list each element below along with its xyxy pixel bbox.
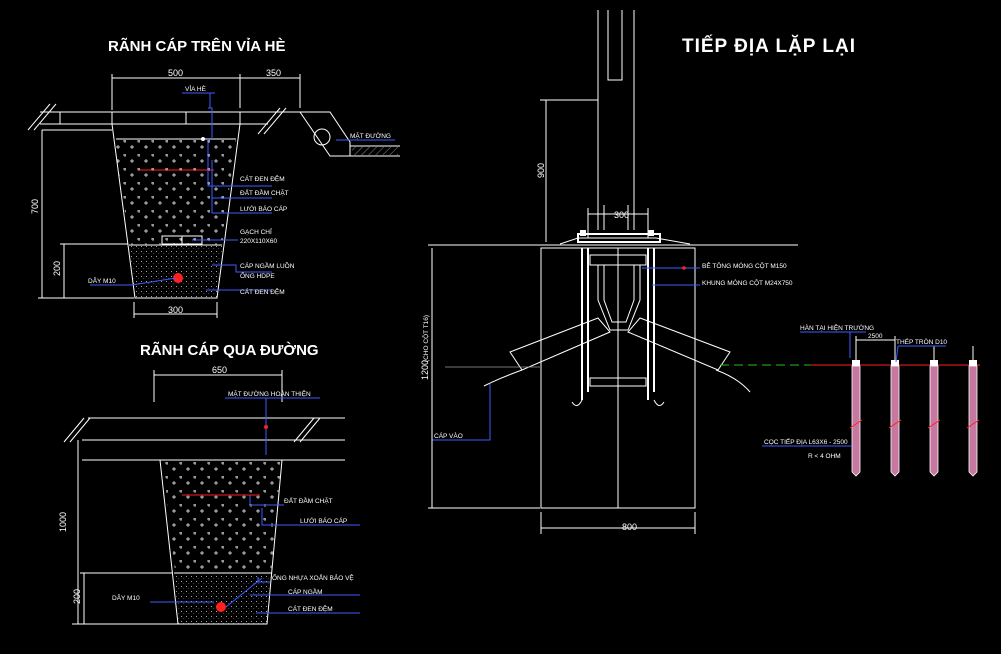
dim-width-800: 800 [622, 522, 637, 532]
sidewalk-title: RÃNH CÁP TRÊN VỈA HÈ [108, 37, 286, 55]
label-cat-den-dem-bottom: CÁT ĐEN ĐỆM [240, 287, 285, 296]
dim-pole-height: 900 [536, 163, 546, 178]
label-coc-tiep-dia: CỌC TIẾP ĐỊA L63X6 - 2500 [764, 436, 848, 446]
label-luoi-bao-cap: LƯỚI BÁO CÁP [240, 204, 287, 213]
dim-depth-note: (CHO CỘT T16) [421, 315, 430, 362]
label-cap-ngam: CÁP NGẦM [288, 586, 323, 596]
dim-road-top-width: 650 [212, 365, 227, 375]
grounding-section: TIẾP ĐỊA LẶP LẠI 900 300 [420, 10, 980, 534]
dim-road-depth: 1000 [58, 512, 68, 532]
dim-curb: 350 [266, 68, 281, 78]
label-day-m10: DÂY M10 [88, 276, 116, 285]
dim-depth: 700 [30, 199, 40, 214]
label-road-luoi-bao-cap: LƯỚI BÁO CÁP [300, 516, 347, 525]
dim-bottom-layer: 200 [52, 261, 62, 276]
label-ong-nhua: ỐNG NHỰA XOẮN BẢO VỆ [272, 572, 354, 582]
road-title: RÃNH CÁP QUA ĐƯỜNG [140, 341, 319, 359]
label-road-cat-den-dem: CÁT ĐEN ĐỆM [288, 604, 333, 613]
dim-plate: 300 [614, 210, 629, 220]
label-khung-mong: KHUNG MÓNG CỘT M24X750 [702, 278, 793, 287]
label-ong-hdpe: ỐNG HDPE [240, 270, 275, 280]
label-gach-chi: GẠCH CHỈ [240, 227, 272, 236]
label-road-day-m10: DÂY M10 [112, 593, 140, 602]
grounding-title: TIẾP ĐỊA LẶP LẠI [682, 35, 856, 57]
label-gach-size: 220X110X60 [240, 238, 277, 245]
road-trench-section: RÃNH CÁP QUA ĐƯỜNG 650 MẶT ĐƯỜNG HOÀN TH… [58, 341, 360, 625]
label-thep-tron: THÉP TRÒN D10 [896, 337, 947, 346]
dim-top-width: 500 [168, 68, 183, 78]
dim-spacing: 2500 [868, 333, 883, 340]
label-road-dat-dam-chat: ĐẤT ĐẦM CHẶT [284, 495, 333, 505]
label-dat-dam-chat: ĐẤT ĐẦM CHẶT [240, 187, 289, 197]
sidewalk-trench-section: RÃNH CÁP TRÊN VỈA HÈ 500 350 MẶT ĐƯỜNG [27, 37, 400, 318]
dim-bottom-width: 300 [168, 305, 183, 315]
ground-rods [849, 360, 980, 477]
label-cap-ngam-luon: CÁP NGẦM LUỒN [240, 260, 295, 270]
label-via-he: VỈA HÈ [185, 84, 207, 93]
label-be-tong: BÊ TÔNG MÓNG CỘT M150 [702, 261, 787, 270]
cable-marker [173, 273, 183, 283]
dim-depth-1200: 1200 [420, 360, 430, 380]
label-cap-vao: CÁP VÀO [434, 431, 463, 440]
label-mat-duong-hoan-thien: MẶT ĐƯỜNG HOÀN THIỆN [228, 389, 311, 398]
label-han-tai-hien-truong: HÀN TẠI HIỆN TRƯỜNG [800, 323, 874, 332]
label-cat-den-dem-top: CÁT ĐEN ĐỆM [240, 174, 285, 183]
label-r-value: R < 4 OHM [808, 453, 841, 460]
dim-road-bottom-layer: 200 [72, 589, 82, 604]
label-mat-duong: MẶT ĐƯỜNG [350, 131, 391, 140]
